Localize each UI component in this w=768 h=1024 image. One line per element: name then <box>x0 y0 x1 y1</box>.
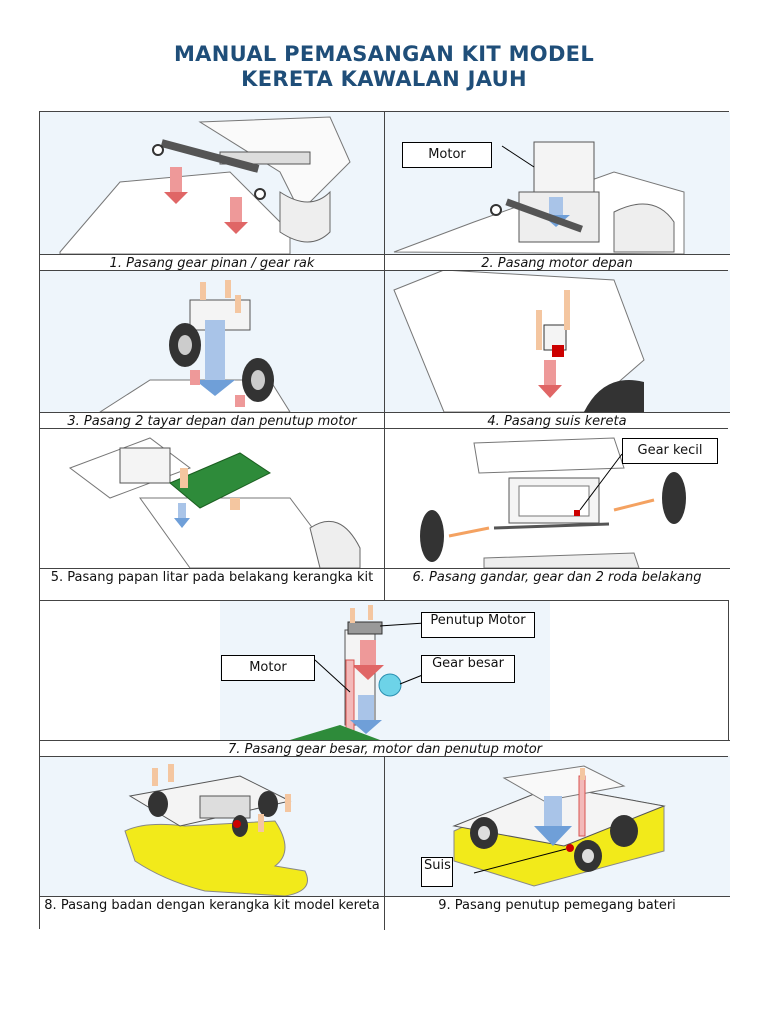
step-3-illustration <box>40 270 384 412</box>
step-6-illustration: Gear kecil <box>384 428 730 568</box>
step-4-caption: 4. Pasang suis kereta <box>384 412 730 428</box>
step-8-illustration <box>40 756 384 896</box>
step-7-cell: Penutup Motor Motor Gear besar 7. Pasang… <box>40 600 730 756</box>
step-5-cell: 5. Pasang papan litar pada belakang kera… <box>40 428 384 600</box>
step-6-cell: Gear kecil 6. Pasang gandar, gear dan 2 … <box>384 428 730 600</box>
step-4-cell: 4. Pasang suis kereta <box>384 270 730 428</box>
grid-divider-vertical-bottom <box>384 756 385 930</box>
step-9-caption: 9. Pasang penutup pemegang bateri <box>384 896 730 930</box>
step-9-illustration: Suis <box>384 756 730 896</box>
grid-divider-vertical-top <box>384 112 385 600</box>
title-line-2: KERETA KAWALAN JAUH <box>241 67 527 91</box>
grid-divider-row-2 <box>40 428 728 429</box>
label-suis: Suis <box>421 857 453 887</box>
step-3-cell: 3. Pasang 2 tayar depan dan penutup moto… <box>40 270 384 428</box>
step-9-cell: Suis 9. Pasang penutup pemegang bateri <box>384 756 730 930</box>
grid-divider-row-3 <box>40 600 728 601</box>
label-motor-step7: Motor <box>221 655 315 681</box>
step-2-illustration: Motor <box>384 112 730 254</box>
step-7-caption: 7. Pasang gear besar, motor dan penutup … <box>40 740 730 756</box>
label-motor: Motor <box>402 142 492 168</box>
step-8-caption: 8. Pasang badan dengan kerangka kit mode… <box>40 896 384 930</box>
step-5-caption: 5. Pasang papan litar pada belakang kera… <box>40 568 384 600</box>
step-1-illustration <box>40 112 384 254</box>
step-8-cell: 8. Pasang badan dengan kerangka kit mode… <box>40 756 384 930</box>
step-2-cell: Motor 2. Pasang motor depan <box>384 112 730 270</box>
document-title: MANUAL PEMASANGAN KIT MODEL KERETA KAWAL… <box>0 42 768 92</box>
grid-divider-row-1 <box>40 270 728 271</box>
step-4-illustration <box>384 270 730 412</box>
step-1-caption: 1. Pasang gear pinan / gear rak <box>40 254 384 270</box>
step-3-caption: 3. Pasang 2 tayar depan dan penutup moto… <box>40 412 384 428</box>
step-2-caption: 2. Pasang motor depan <box>384 254 730 270</box>
title-line-1: MANUAL PEMASANGAN KIT MODEL <box>173 42 595 66</box>
label-penutup-motor: Penutup Motor <box>421 612 535 638</box>
step-1-cell: 1. Pasang gear pinan / gear rak <box>40 112 384 270</box>
grid-divider-row-4 <box>40 756 728 757</box>
step-6-caption: 6. Pasang gandar, gear dan 2 roda belaka… <box>384 568 730 600</box>
label-gear-kecil: Gear kecil <box>622 438 718 464</box>
label-gear-besar: Gear besar <box>421 655 515 683</box>
instruction-grid: 1. Pasang gear pinan / gear rak Motor 2.… <box>39 111 730 930</box>
step-5-illustration <box>40 428 384 568</box>
